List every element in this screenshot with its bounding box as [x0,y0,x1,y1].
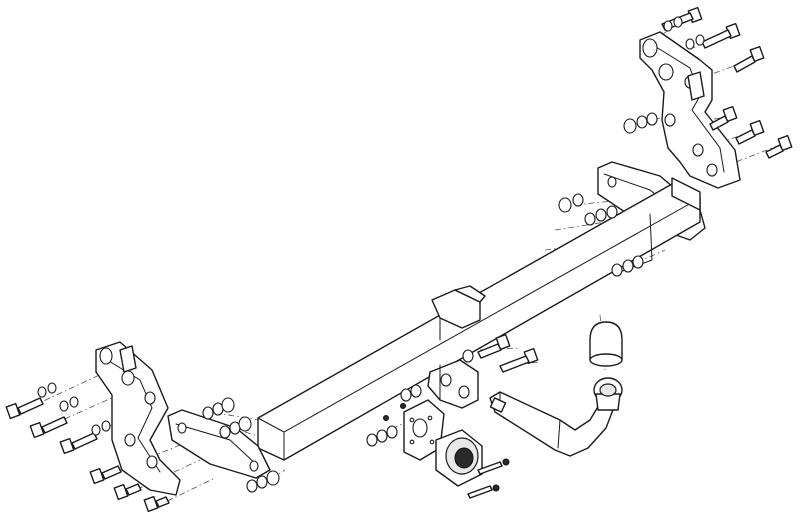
bolt [59,432,98,455]
bolt [765,134,793,159]
bolt [29,416,68,439]
bolt [499,347,539,373]
socket-plate-screws [366,384,422,447]
center-bolt-set [462,333,539,373]
right-mounting-bracket [639,31,741,189]
center-hanger-bracket [431,285,486,341]
left-nut-set [202,397,280,493]
bolt [709,105,738,131]
bolt [113,483,142,501]
right-bolt-set [623,6,793,159]
bolt [89,465,122,485]
bolt [701,22,741,49]
tow-flange [427,359,479,409]
socket-screws [467,458,510,499]
bolt [477,333,511,359]
left-side-plate [167,409,271,479]
bolt [735,119,765,145]
left-mounting-bracket [95,341,181,496]
right-nut-set [558,193,644,277]
bolt [733,45,765,73]
bolt [143,495,170,513]
tow-ball-cap [589,321,623,367]
bolt [5,397,44,420]
electrical-socket [435,429,483,487]
tow-ball [593,377,623,411]
left-bolt-set [5,382,170,513]
